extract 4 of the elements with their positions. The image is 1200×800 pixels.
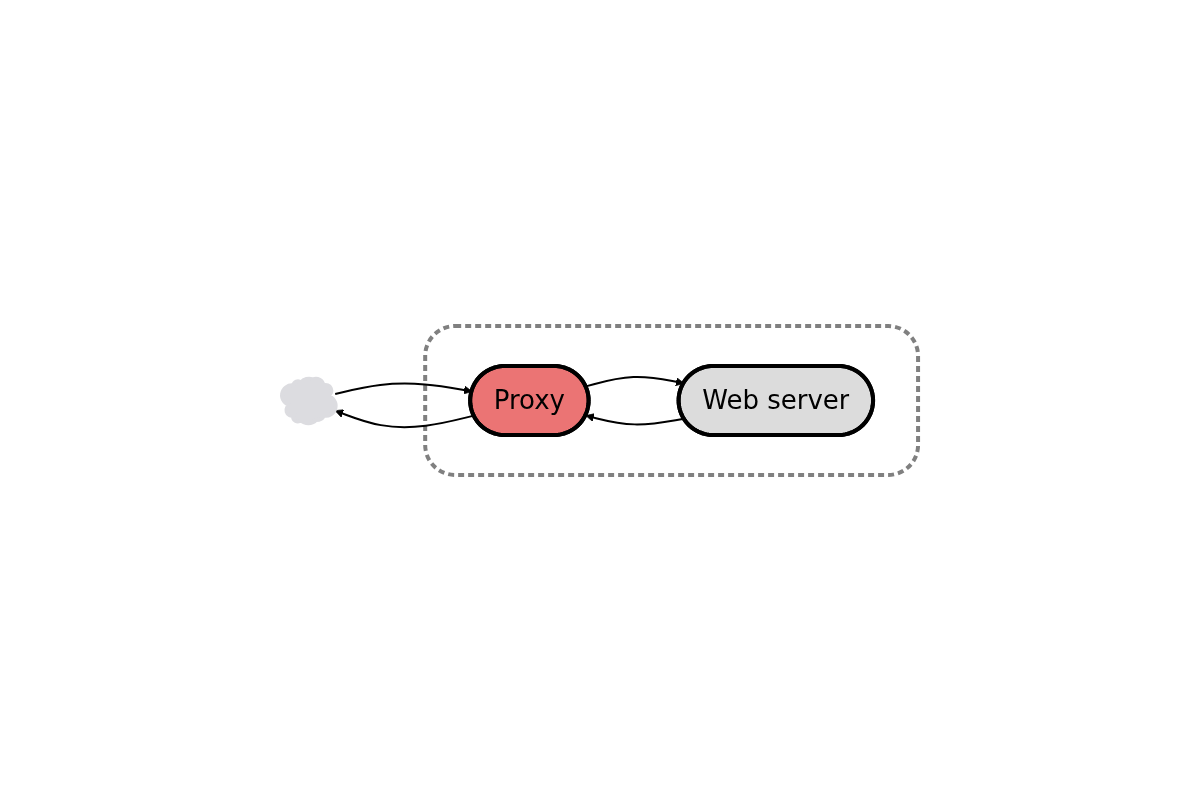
arrow: [585, 412, 685, 425]
cluster: [423, 323, 920, 477]
node-cloud: [280, 376, 338, 425]
arrow: [334, 408, 475, 428]
